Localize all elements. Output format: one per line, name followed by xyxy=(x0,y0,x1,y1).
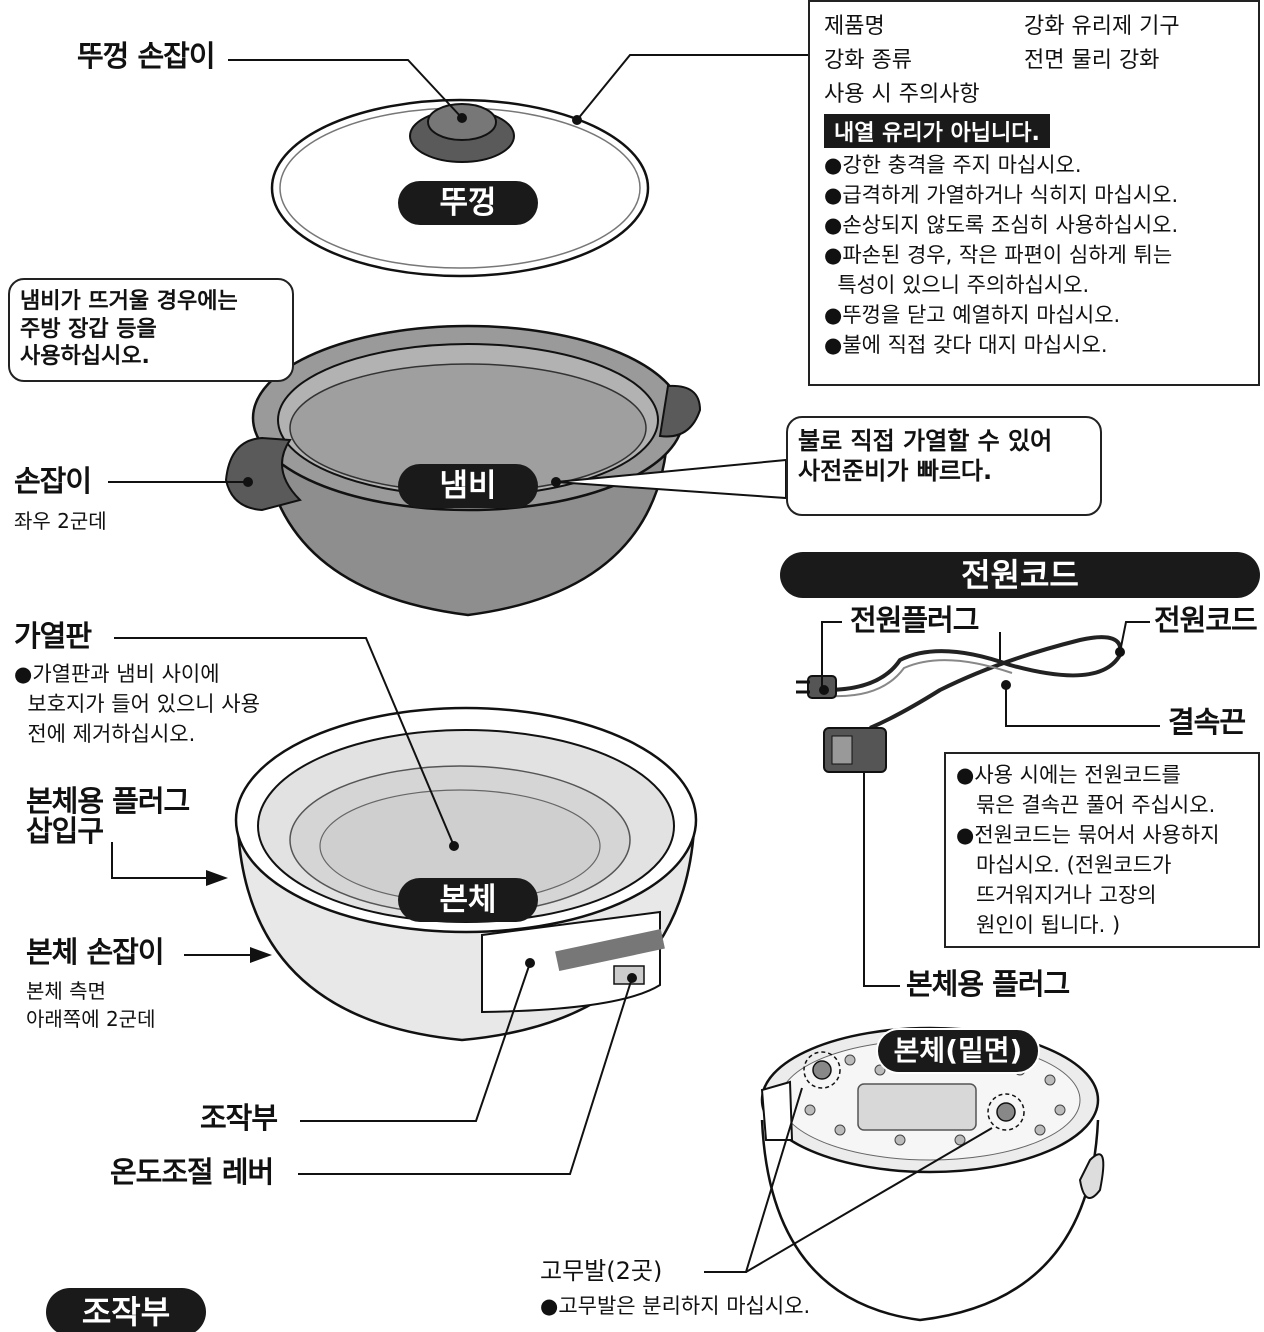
pot-badge: 냄비 xyxy=(398,464,538,508)
spec-caution-title: 사용 시 주의사항 xyxy=(824,82,980,107)
cord-note-line: ●전원코드는 묶어서 사용하지 xyxy=(956,823,1220,847)
cord-notes-box: ●사용 시에는 전원코드를 묶은 결속끈 풀어 주십시오. ●전원코드는 묶어서… xyxy=(944,752,1260,948)
temp-lever-label: 온도조절 레버 xyxy=(110,1155,274,1189)
spec-bullet: ●파손된 경우, 작은 파편이 심하게 튀는 xyxy=(824,243,1173,267)
plug-inlet-line: 삽입구 xyxy=(26,814,104,848)
rubber-feet-label: 고무발(2곳) xyxy=(540,1257,663,1285)
heating-plate-label: 가열판 xyxy=(14,619,92,653)
control-panel-label: 조작부 xyxy=(200,1101,278,1135)
power-cord-header: 전원코드 xyxy=(780,552,1260,598)
pot-icon xyxy=(224,324,702,617)
bottom-vent-dots xyxy=(804,1050,1066,1146)
spec-warning-header: 내열 유리가 아닙니다. xyxy=(824,114,1050,148)
spec-row-product: 제품명 강화 유리제 기구 xyxy=(824,10,1244,44)
rubber-foot-icon xyxy=(803,1051,1025,1131)
body-bottom-icon xyxy=(760,1026,1105,1322)
lid-handle-label: 뚜껑 손잡이 xyxy=(77,39,215,73)
main-body-icon xyxy=(234,706,698,1042)
body-handle-sub: 아래쪽에 2군데 xyxy=(26,1007,156,1031)
direct-heat-line: 불로 직접 가열할 수 있어 xyxy=(798,427,1053,455)
cord-note-line: ●사용 시에는 전원코드를 xyxy=(956,763,1181,787)
hot-note-line: 냄비가 뜨거울 경우에는 xyxy=(20,289,238,314)
power-plug-icon xyxy=(796,675,837,699)
hot-pot-note: 냄비가 뜨거울 경우에는 주방 장갑 등을 사용하십시오. xyxy=(8,278,294,382)
hot-note-line: 주방 장갑 등을 xyxy=(20,316,157,342)
direct-heat-note: 불로 직접 가열할 수 있어 사전준비가 빠르다. xyxy=(786,416,1102,516)
power-plug-label: 전원플러그 xyxy=(850,603,979,637)
cord-label: 전원코드 xyxy=(1154,603,1258,637)
pot-handle-label: 손잡이 xyxy=(14,464,92,498)
hot-note-line: 사용하십시오. xyxy=(20,344,150,369)
spec-bullet: ●급격하게 가열하거나 식히지 마십시오. xyxy=(824,183,1179,207)
spec-bullet: ●뚜껑을 닫고 예열하지 마십시오. xyxy=(824,303,1121,327)
heating-plate-note: 보호지가 들어 있으니 사용 xyxy=(14,692,260,716)
spec-strength-label: 강화 종류 xyxy=(824,48,912,73)
spec-row-strength: 강화 종류 전면 물리 강화 xyxy=(824,44,1244,78)
spec-bullet: ●불에 직접 갖다 대지 마십시오. xyxy=(824,333,1108,357)
spec-product-label: 제품명 xyxy=(824,14,885,39)
spec-bullet: 특성이 있으니 주의하십시오. xyxy=(824,273,1090,297)
control-section-badge: 조작부 xyxy=(46,1288,206,1332)
bottom-view-badge: 본체(밑면) xyxy=(876,1028,1040,1074)
plug-inlet-line: 본체용 플러그 xyxy=(26,784,190,818)
heating-plate-note: 전에 제거하십시오. xyxy=(14,722,196,746)
cord-note-line: 뜨거워지거나 고장의 xyxy=(956,883,1157,907)
pot-handle-sub: 좌우 2군데 xyxy=(14,509,107,533)
lid-knob-icon xyxy=(409,103,515,163)
lid-badge: 뚜껑 xyxy=(398,181,538,225)
rubber-feet-note: ●고무발은 분리하지 마십시오. xyxy=(540,1294,811,1318)
body-handle-label: 본체 손잡이 xyxy=(26,935,164,969)
body-badge: 본체 xyxy=(398,878,538,922)
body-plug-icon xyxy=(823,727,887,773)
cord-tie-label: 결속끈 xyxy=(1168,705,1246,739)
body-plug-label: 본체용 플러그 xyxy=(906,967,1070,1001)
spec-product-value: 강화 유리제 기구 xyxy=(1024,14,1180,39)
spec-strength-value: 전면 물리 강화 xyxy=(1024,48,1160,73)
spec-bullet: ●손상되지 않도록 조심히 사용하십시오. xyxy=(824,213,1179,237)
power-cord-icon xyxy=(825,635,1123,730)
direct-heat-line: 사전준비가 빠르다. xyxy=(798,457,993,485)
plug-inlet-label: 본체용 플러그 삽입구 xyxy=(26,784,190,848)
cord-note-line: 묶은 결속끈 풀어 주십시오. xyxy=(956,793,1216,817)
body-handle-sub: 본체 측면 xyxy=(26,979,106,1003)
cord-note-line: 마십시오. (전원코드가 xyxy=(956,853,1172,877)
lid-spec-box: 제품명 강화 유리제 기구 강화 종류 전면 물리 강화 사용 시 주의사항 내… xyxy=(808,0,1260,386)
cord-note-line: 원인이 됩니다. ) xyxy=(956,913,1121,937)
spec-bullet: ●강한 충격을 주지 마십시오. xyxy=(824,153,1082,177)
heating-plate-note: ●가열판과 냄비 사이에 xyxy=(14,662,220,686)
